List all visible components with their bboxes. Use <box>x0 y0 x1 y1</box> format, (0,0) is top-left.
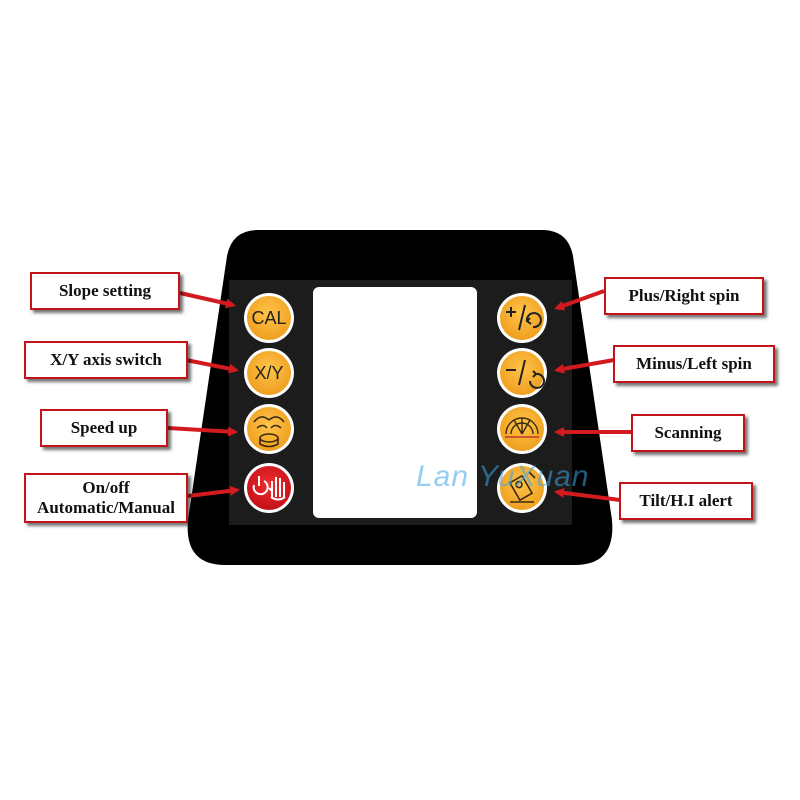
arrow-xy <box>185 358 239 374</box>
lcd-screen <box>313 287 477 518</box>
plus-right-spin-icon <box>506 304 542 331</box>
cal-button[interactable] <box>244 293 294 343</box>
arrow-plus <box>554 289 605 311</box>
power-button[interactable] <box>244 463 294 513</box>
cal-button-label: CAL <box>251 307 287 328</box>
arrow-slope <box>179 291 236 309</box>
label-slope-setting: Slope setting <box>30 272 180 310</box>
xy-button-label: X/Y <box>254 362 284 383</box>
arrow-tilt <box>554 487 621 502</box>
arrow-minus <box>554 358 615 374</box>
label-xy-axis-switch: X/Y axis switch <box>24 341 188 379</box>
speed-up-button[interactable] <box>244 404 294 454</box>
label-scanning: Scanning <box>631 414 745 452</box>
label-minus-left-spin: Minus/Left spin <box>613 345 775 383</box>
tilt-alert-button[interactable] <box>497 463 547 513</box>
label-onoff: On/off Automatic/Manual <box>24 473 188 523</box>
plus-right-spin-button[interactable] <box>497 293 547 343</box>
scanning-icon <box>505 417 539 438</box>
tilt-icon <box>508 471 536 503</box>
arrow-power <box>187 485 240 498</box>
label-tilt-hi-alert: Tilt/H.I alert <box>619 482 753 520</box>
speed-up-icon <box>253 416 285 448</box>
label-speed-up: Speed up <box>40 409 168 447</box>
arrows <box>167 289 632 502</box>
scanning-button[interactable] <box>497 404 547 454</box>
minus-left-spin-button[interactable] <box>497 348 547 398</box>
label-onoff-line2: Automatic/Manual <box>37 498 175 517</box>
arrow-speed <box>167 426 238 437</box>
minus-left-spin-icon <box>506 359 545 389</box>
label-onoff-line1: On/off <box>82 478 130 497</box>
power-hand-icon <box>252 476 286 501</box>
xy-button[interactable] <box>244 348 294 398</box>
label-plus-right-spin: Plus/Right spin <box>604 277 764 315</box>
watermark: Lan YuXuan <box>416 460 590 493</box>
